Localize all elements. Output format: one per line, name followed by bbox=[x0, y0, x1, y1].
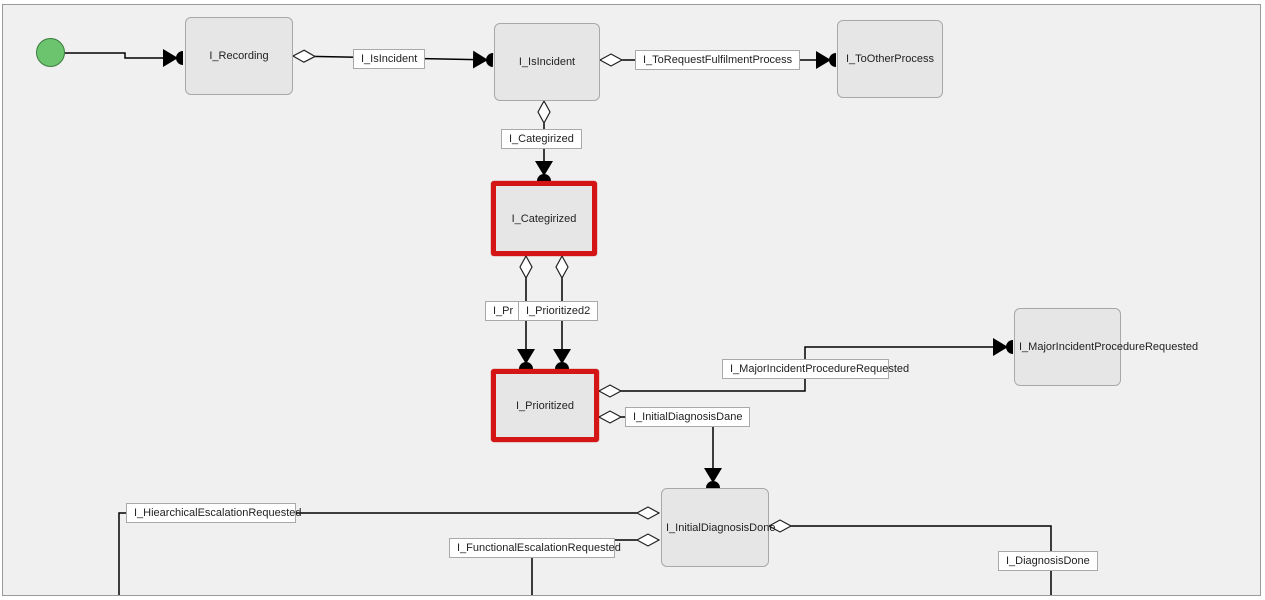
node-label: I_MajorIncidentProcedureRequested bbox=[1019, 341, 1199, 353]
edge-label-text: I_IsIncident bbox=[361, 53, 418, 65]
diagram-canvas[interactable]: I_Recording I_IsIncident I_ToOtherProces… bbox=[2, 4, 1261, 596]
edge-prioritized-initialdiag bbox=[599, 417, 713, 488]
edge-label-is-incident[interactable]: I_IsIncident bbox=[353, 49, 426, 69]
edge-label-initial-diagnosis-dane[interactable]: I_InitialDiagnosisDane bbox=[625, 407, 751, 427]
node-label: I_ToOtherProcess bbox=[845, 53, 935, 65]
edge-label-text: I_Pr bbox=[493, 305, 514, 317]
node-major-incident-procedure-requested[interactable]: I_MajorIncidentProcedureRequested bbox=[1014, 308, 1198, 386]
node-categirized[interactable]: I_Categirized bbox=[491, 181, 597, 256]
edge-label-prioritized2[interactable]: I_Prioritized2 bbox=[518, 301, 599, 321]
edge-label-text: I_Categirized bbox=[509, 133, 574, 145]
edge-label-text: I_ToRequestFulfilmentProcess bbox=[643, 54, 793, 66]
edge-label-diagnosis-done[interactable]: I_DiagnosisDone bbox=[998, 551, 1098, 571]
node-label: I_Prioritized bbox=[515, 399, 575, 412]
edge-initialdiag-hierarchical bbox=[118, 513, 659, 595]
node-label: I_IsIncident bbox=[518, 56, 576, 68]
node-label: I_InitialDiagnosisDone bbox=[666, 521, 776, 534]
node-initial-diagnosis-done[interactable]: I_InitialDiagnosisDone bbox=[661, 488, 775, 567]
edge-label-pr[interactable]: I_Pr bbox=[485, 301, 525, 321]
edge-label-text: I_DiagnosisDone bbox=[1006, 555, 1090, 567]
edge-label-text: I_Prioritized2 bbox=[526, 305, 591, 317]
edge-label-text: I_MajorIncidentProcedureRequested bbox=[730, 363, 910, 375]
edge-label-hiearchical-escalation-requested[interactable]: I_HiearchicalEscalationRequested bbox=[126, 503, 302, 523]
node-prioritized[interactable]: I_Prioritized bbox=[491, 369, 599, 442]
edge-label-text: I_FunctionalEscalationRequested bbox=[457, 542, 621, 554]
edge-label-functional-escalation-requested[interactable]: I_FunctionalEscalationRequested bbox=[449, 538, 621, 558]
start-node[interactable] bbox=[36, 38, 65, 67]
node-is-incident[interactable]: I_IsIncident bbox=[494, 23, 600, 101]
node-recording[interactable]: I_Recording bbox=[185, 17, 293, 95]
edge-label-categirized[interactable]: I_Categirized bbox=[501, 129, 582, 149]
edge-initialdiag-diagnosisdone bbox=[769, 526, 1052, 595]
edge-start-recording bbox=[63, 49, 183, 67]
node-label: I_Categirized bbox=[511, 212, 577, 225]
edge-label-to-request-fulfilment-process[interactable]: I_ToRequestFulfilmentProcess bbox=[635, 50, 801, 70]
edge-label-major-incident-procedure-requested[interactable]: I_MajorIncidentProcedureRequested bbox=[722, 359, 909, 379]
edge-label-text: I_HiearchicalEscalationRequested bbox=[134, 507, 302, 519]
edge-label-text: I_InitialDiagnosisDane bbox=[633, 411, 743, 423]
node-label: I_Recording bbox=[209, 50, 269, 62]
node-to-other-process[interactable]: I_ToOtherProcess bbox=[837, 20, 943, 98]
